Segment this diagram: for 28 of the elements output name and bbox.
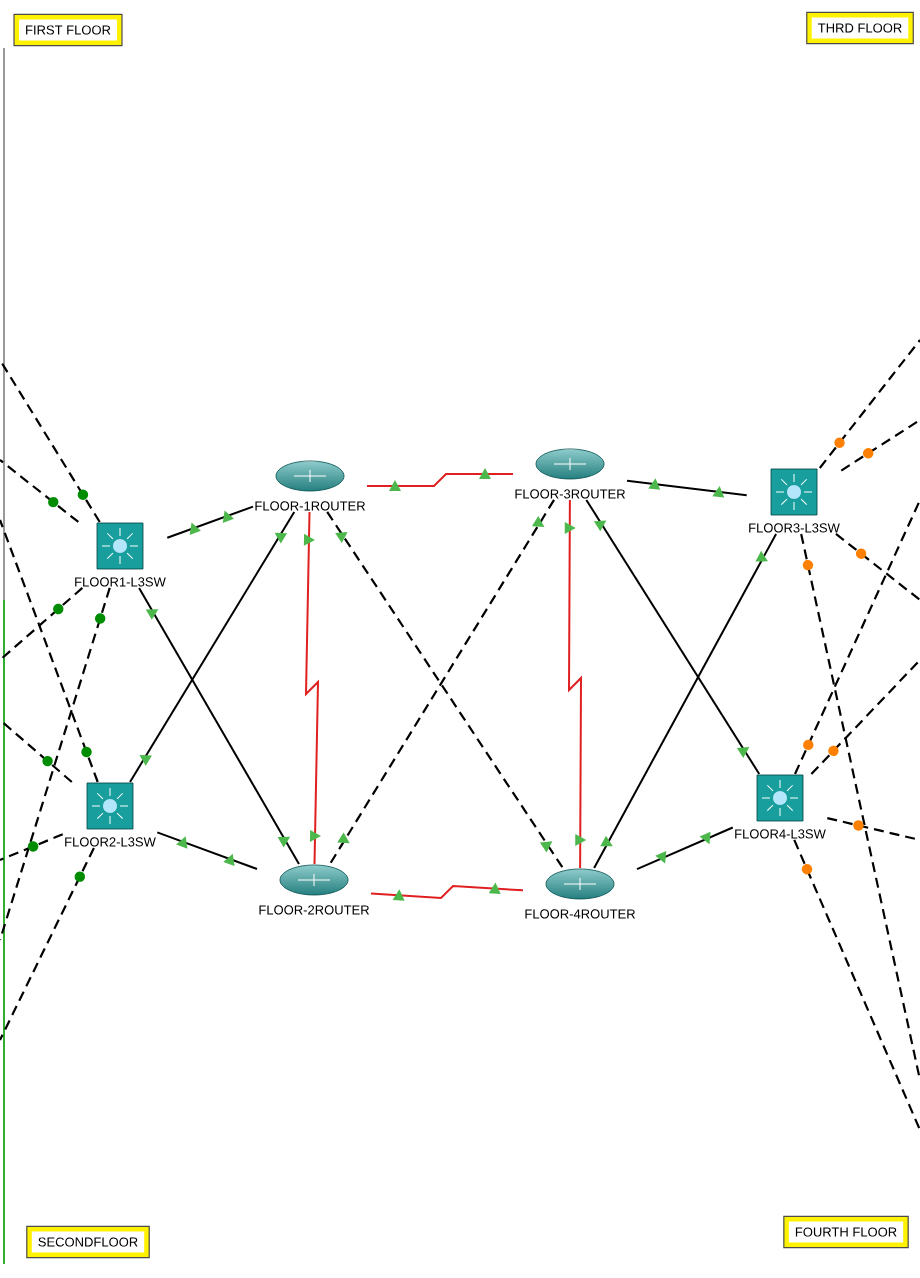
network-cable xyxy=(156,831,258,870)
serial-link xyxy=(370,882,524,901)
network-cable xyxy=(636,826,734,871)
network-cable xyxy=(0,519,99,783)
network-cable xyxy=(840,419,920,472)
network-cable xyxy=(166,505,254,539)
network-cable xyxy=(0,459,80,523)
network-cable xyxy=(827,817,920,842)
network-cable xyxy=(0,719,73,783)
network-cable xyxy=(800,533,920,1081)
network-cable xyxy=(593,532,778,869)
network-cable xyxy=(129,510,296,783)
serial-link xyxy=(303,510,322,865)
network-cable xyxy=(835,533,920,601)
network-cable xyxy=(818,339,920,469)
network-cable xyxy=(0,587,84,661)
serial-link xyxy=(366,467,514,491)
network-cable xyxy=(0,587,111,941)
network-cable xyxy=(0,847,95,1041)
network-cable xyxy=(626,478,748,498)
network-cable xyxy=(0,359,101,523)
serial-link xyxy=(564,498,587,869)
network-cable xyxy=(794,499,920,775)
network-cable xyxy=(810,659,920,775)
network-cable xyxy=(0,833,64,861)
network-cable xyxy=(793,839,920,1131)
network-cable xyxy=(585,498,761,775)
network-cable xyxy=(138,586,300,865)
